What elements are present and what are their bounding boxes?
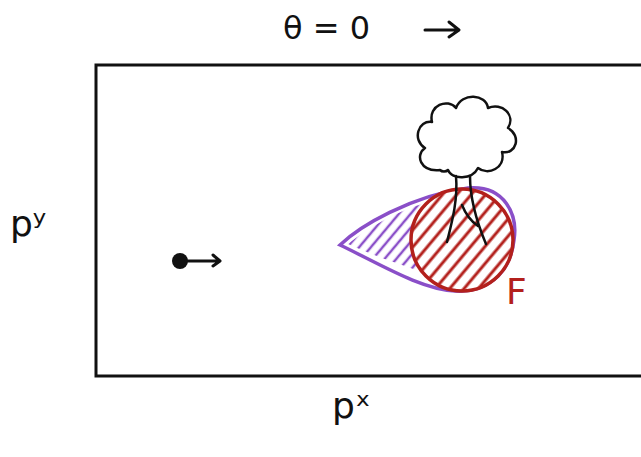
tree-crown bbox=[418, 97, 516, 178]
axis-label: pʸ bbox=[10, 206, 46, 242]
direction-arrow bbox=[425, 22, 459, 37]
angle-title: θ = 0 bbox=[283, 12, 370, 44]
region-label: F bbox=[506, 274, 527, 310]
axis-label: pˣ bbox=[332, 388, 371, 424]
heading-arrow bbox=[186, 255, 220, 266]
space-frame bbox=[96, 65, 641, 376]
expanded-obstacle-region bbox=[340, 188, 515, 291]
tree-trunk bbox=[447, 176, 486, 244]
